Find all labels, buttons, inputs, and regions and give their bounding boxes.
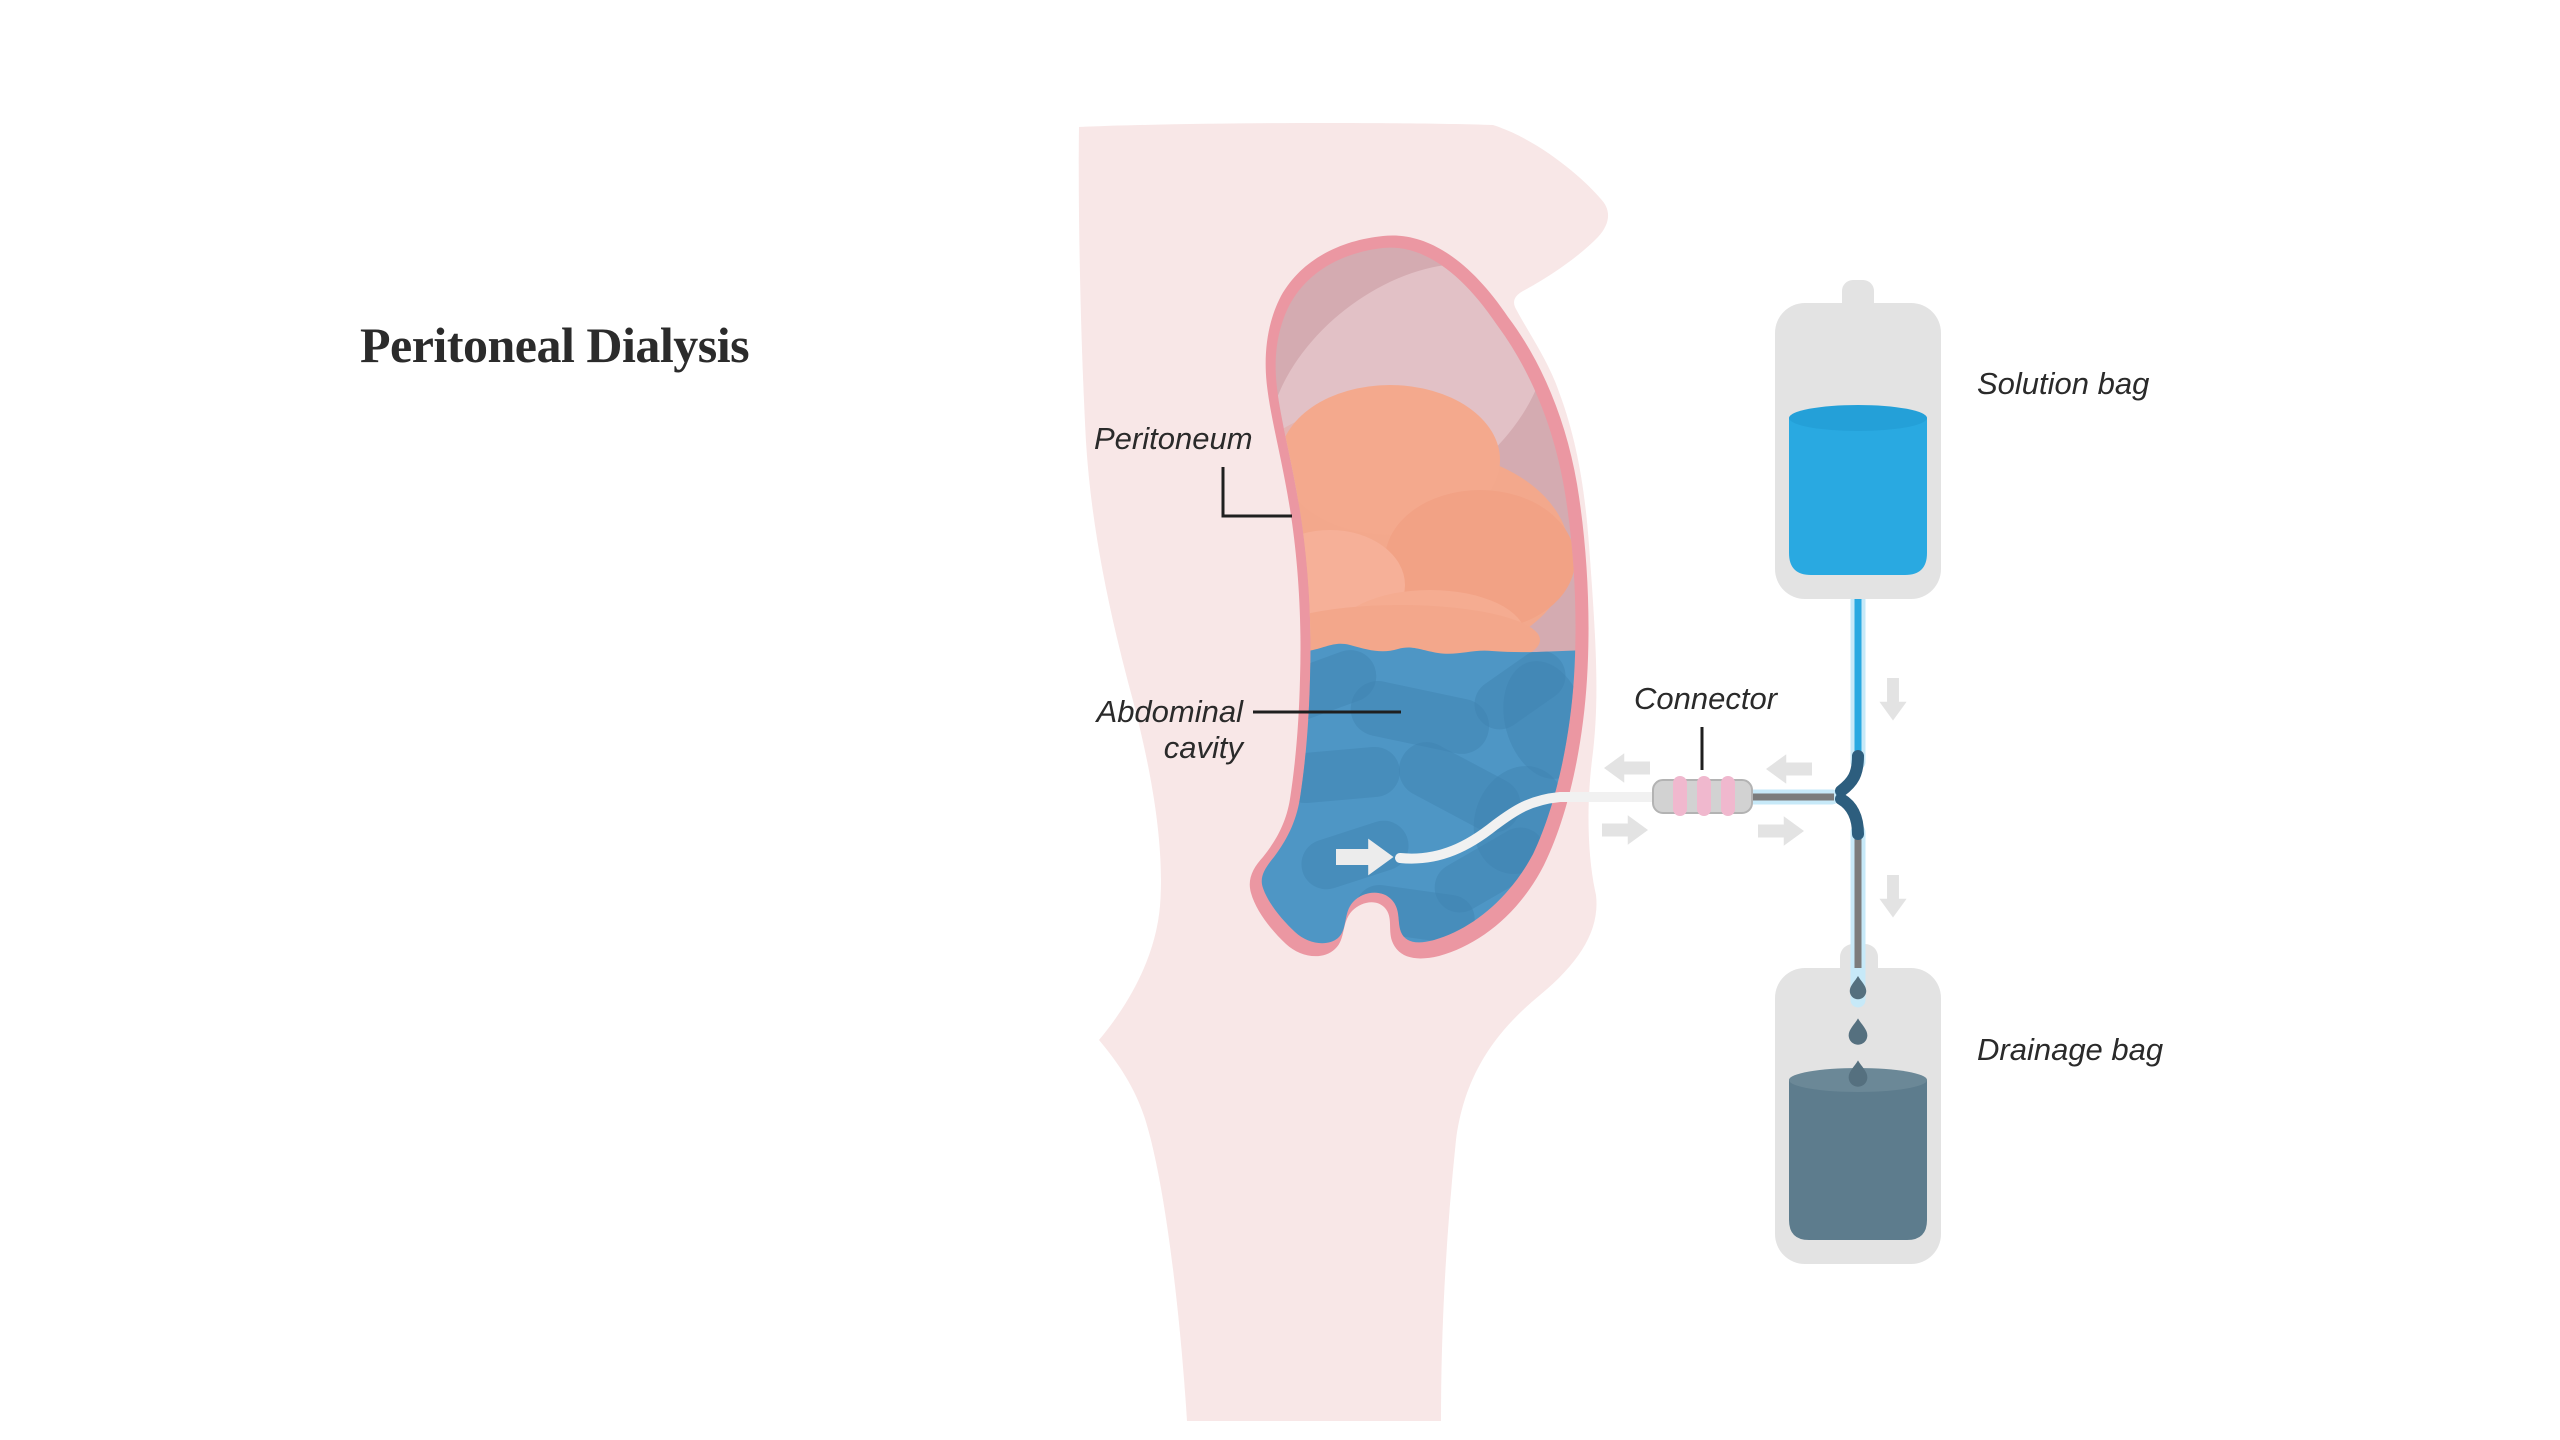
flow-left-arrow-icon: [1766, 754, 1812, 784]
connector-bands: [1673, 776, 1735, 816]
label-connector: Connector: [1634, 681, 1778, 716]
drip-droplets: [1848, 976, 1868, 1087]
peritoneum-leader-line: [1221, 467, 1292, 518]
solution-liquid: [1789, 418, 1927, 575]
abdomen-contents: [1261, 263, 1576, 944]
solution-liquid-surface: [1789, 405, 1927, 431]
flow-down-arrow-icon: [1879, 875, 1907, 918]
label-drainage-bag: Drainage bag: [1977, 1032, 2164, 1067]
solution-bag: [1775, 280, 1941, 599]
drainage-bag: [1775, 944, 1941, 1264]
transfer-set-connector: [1652, 776, 1753, 816]
flow-right-arrow-icon: [1602, 815, 1648, 845]
diagram-title: Peritoneal Dialysis: [360, 317, 750, 373]
flow-down-arrow-icon: [1879, 678, 1907, 721]
label-abdominal-cavity: Abdominal cavity: [1096, 694, 1243, 765]
flow-right-arrow-icon: [1758, 816, 1804, 846]
label-peritoneum: Peritoneum: [1094, 421, 1253, 456]
leader-lines: [1221, 467, 1704, 770]
flow-left-arrow-icon: [1604, 753, 1650, 783]
drained-fluid: [1789, 1080, 1927, 1240]
label-solution-bag: Solution bag: [1977, 366, 2150, 401]
catheter-tube: [1395, 792, 1661, 864]
y-connector: [1835, 750, 1864, 840]
